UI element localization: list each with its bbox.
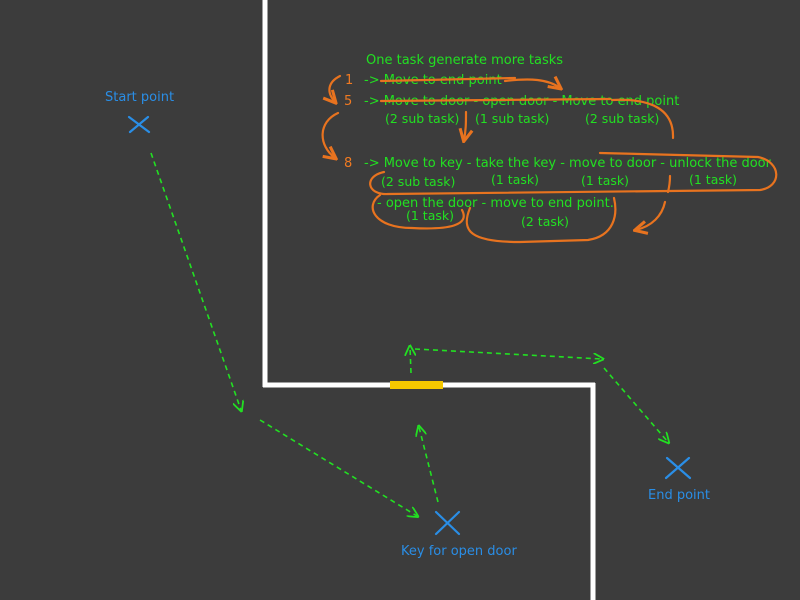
row-3-task-2: (1 task) xyxy=(491,172,539,187)
handwritten-annotations xyxy=(321,74,778,244)
strike-row-2 xyxy=(379,97,612,103)
arrow-to-row-3b xyxy=(636,200,667,230)
bracket-row-2-right xyxy=(610,98,675,140)
row-2-task-2: (1 sub task) xyxy=(475,111,549,126)
end-marker: End point xyxy=(648,456,710,503)
path-through-door xyxy=(410,347,411,374)
agent-path xyxy=(150,152,668,516)
row-2-task-1: (2 sub task) xyxy=(385,111,459,126)
start-label: Start point xyxy=(105,90,174,105)
row-3-text: -> Move to key - take the key - move to … xyxy=(364,156,772,171)
row-2-number: 5 xyxy=(344,94,352,109)
arrow-row-1-right xyxy=(503,79,560,88)
path-key-to-door xyxy=(419,427,439,503)
row-2-task-3: (2 sub task) xyxy=(585,111,659,126)
row-3b-task-1: (1 task) xyxy=(406,208,454,223)
row-3b-task-2: (2 task) xyxy=(521,214,569,229)
strike-row-1 xyxy=(379,76,517,83)
start-marker: Start point xyxy=(105,90,174,134)
row-3-continuation: - open the door - move to end point. xyxy=(377,196,614,211)
circle-row-3b-right xyxy=(465,196,617,244)
arrow-5-to-8 xyxy=(321,111,340,158)
row-3-task-1: (2 sub task) xyxy=(381,174,455,189)
arrow-door-expand xyxy=(464,110,466,140)
task-notes: One task generate more tasks 1 -> Move t… xyxy=(344,53,772,229)
key-label: Key for open door xyxy=(401,544,517,559)
circle-row-3 xyxy=(369,151,778,196)
path-start-to-corner xyxy=(150,152,241,410)
path-to-end xyxy=(603,367,668,442)
path-to-key xyxy=(259,419,417,516)
arrow-1-to-5 xyxy=(329,74,342,102)
row-2-text: -> Move to door - open door - Move to en… xyxy=(364,94,679,109)
door xyxy=(390,381,443,389)
walls xyxy=(262,0,596,600)
circle-row-3b-left xyxy=(371,193,465,230)
path-to-room xyxy=(414,348,602,359)
row-1-number: 1 xyxy=(345,73,353,88)
key-marker: Key for open door xyxy=(401,510,517,559)
end-label: End point xyxy=(648,488,710,503)
row-3-task-3: (1 task) xyxy=(581,173,629,188)
notes-heading: One task generate more tasks xyxy=(366,53,563,68)
row-3-task-4: (1 task) xyxy=(689,172,737,187)
row-3-number: 8 xyxy=(344,156,352,171)
tick-mark xyxy=(666,174,672,194)
